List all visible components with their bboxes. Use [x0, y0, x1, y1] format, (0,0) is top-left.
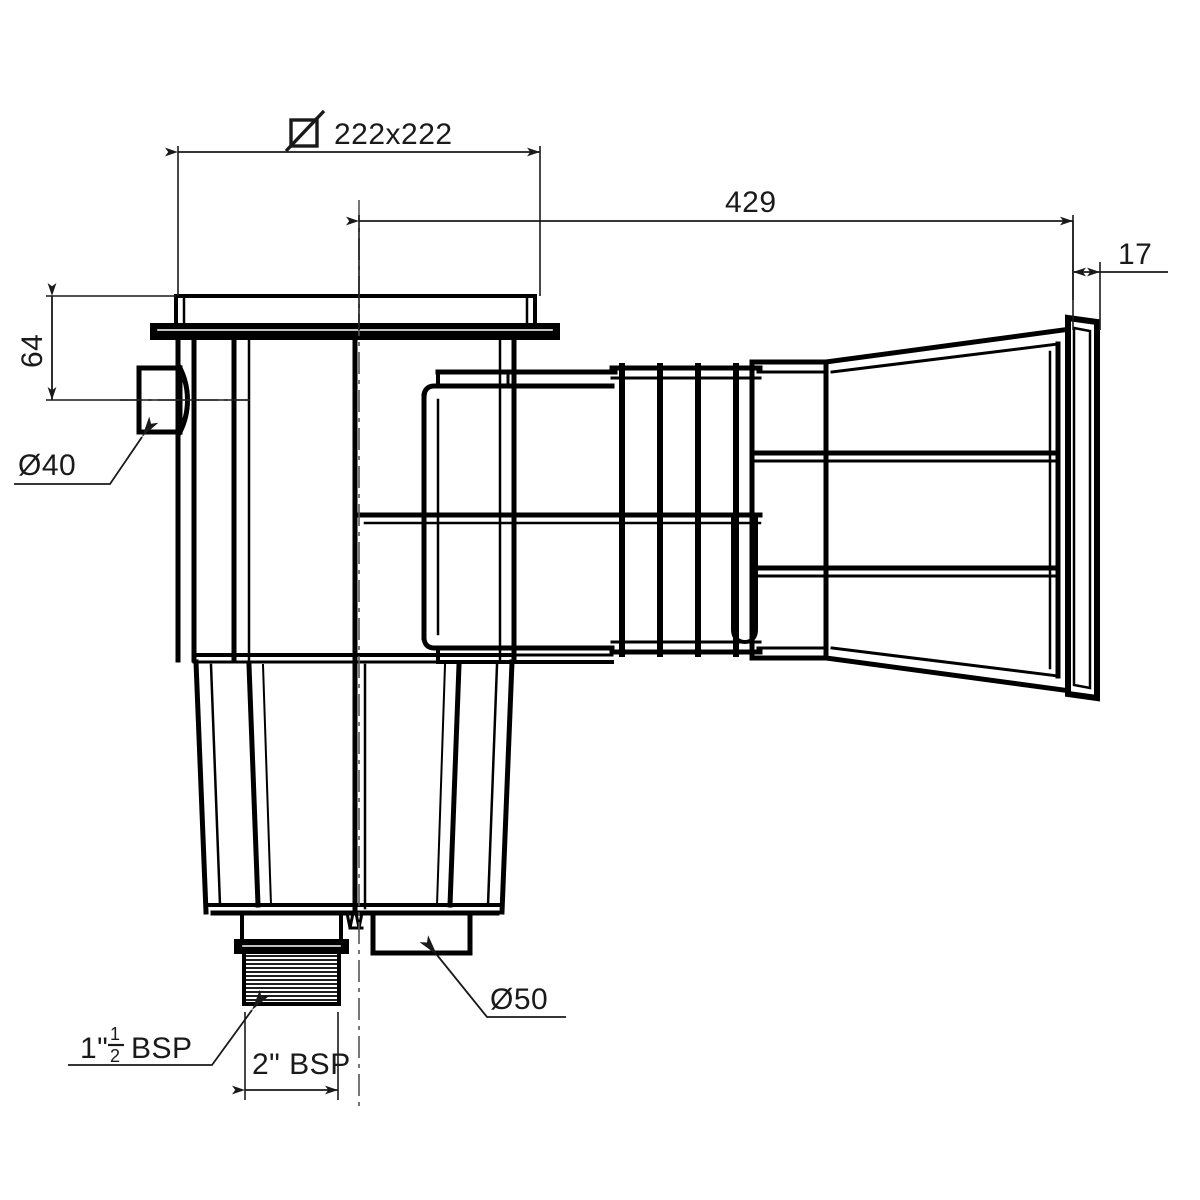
- skimmer-geometry: [136, 294, 1100, 1006]
- throat-ribs: [609, 363, 763, 657]
- callout-thread-denominator: 2: [110, 1046, 120, 1066]
- dim-inlet-height-label: 64: [16, 334, 49, 368]
- dim-overall-length-label: 429: [725, 186, 777, 219]
- dim-faceplate-thickness: 17: [1072, 221, 1168, 330]
- callout-thread-suffix: BSP: [131, 1032, 193, 1065]
- dim-faceplate-thickness-label: 17: [1118, 238, 1152, 271]
- callout-inlet-port-label: Ø40: [18, 449, 76, 482]
- square-slash-icon: [284, 109, 326, 153]
- leader-line: [14, 416, 159, 485]
- callout-inlet-port: Ø40: [14, 416, 159, 485]
- leader-line: [419, 935, 566, 1018]
- top-collar-lid: [150, 294, 560, 340]
- faceplate: [1065, 314, 1100, 702]
- throat-taper: [749, 327, 1066, 693]
- dim-top-width-label: 222x222: [334, 118, 453, 151]
- dim-bottom-thread-width-label: 2" BSP: [252, 1048, 351, 1081]
- callout-outlet-port-label: Ø50: [490, 983, 548, 1016]
- callout-outlet-port: Ø50: [419, 935, 566, 1018]
- callout-thread-numerator: 1: [110, 1024, 120, 1044]
- weir-flap-housing: [352, 369, 763, 664]
- callout-thread-prefix: 1": [80, 1032, 108, 1065]
- leader-line: [68, 989, 269, 1066]
- dim-top-width: 222x222: [165, 109, 541, 296]
- dim-inlet-height: 64: [16, 283, 250, 401]
- callout-thread-spec: 1" 1 2 BSP: [68, 989, 269, 1066]
- dim-bottom-thread-width: 2" BSP: [232, 1012, 351, 1100]
